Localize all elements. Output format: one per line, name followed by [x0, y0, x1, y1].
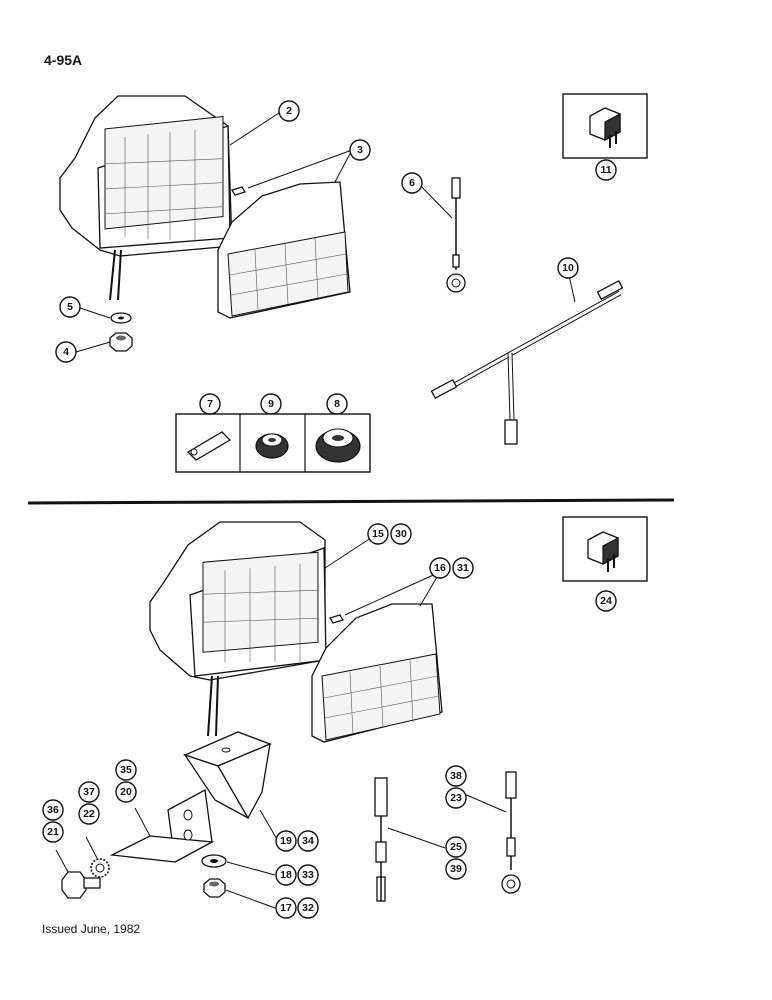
- page-number: 4-95A: [44, 52, 83, 68]
- callout-18: 18: [275, 864, 297, 886]
- callout-8: 8: [326, 393, 348, 415]
- svg-text:38: 38: [450, 770, 462, 782]
- svg-text:15: 15: [372, 528, 384, 540]
- work-lamp-housing-top: [59, 95, 233, 301]
- grommet-panel: [175, 413, 371, 473]
- nut-top: [109, 332, 133, 352]
- callout-4: 4: [55, 341, 77, 363]
- svg-text:22: 22: [83, 808, 95, 820]
- svg-text:3: 3: [357, 144, 363, 156]
- callout-35: 35: [115, 759, 137, 781]
- svg-text:36: 36: [47, 804, 59, 816]
- svg-text:39: 39: [450, 863, 462, 875]
- work-lamp-housing-bottom: [149, 521, 327, 737]
- svg-text:34: 34: [302, 835, 314, 847]
- callout-2: 2: [278, 100, 300, 122]
- svg-text:7: 7: [207, 398, 213, 410]
- svg-text:23: 23: [450, 792, 462, 804]
- callout-19: 19: [275, 830, 297, 852]
- svg-text:8: 8: [334, 398, 340, 410]
- callout-7: 7: [199, 393, 221, 415]
- work-lamp-lens-top: [217, 181, 351, 319]
- svg-text:25: 25: [450, 841, 462, 853]
- svg-text:19: 19: [280, 835, 292, 847]
- callout-39: 39: [445, 858, 467, 880]
- issued-date: Issued June, 1982: [42, 922, 141, 936]
- angle-bracket: [109, 788, 215, 864]
- callout-11: 11: [595, 159, 617, 181]
- svg-text:30: 30: [395, 528, 407, 540]
- relay-box-bottom: [562, 516, 648, 582]
- callout-17: 17: [275, 897, 297, 919]
- callout-5: 5: [59, 296, 81, 318]
- svg-text:9: 9: [268, 398, 274, 410]
- svg-text:31: 31: [457, 562, 469, 574]
- svg-text:21: 21: [47, 826, 59, 838]
- t-harness: [430, 279, 624, 445]
- callout-9: 9: [260, 393, 282, 415]
- washer-hole-top: [118, 316, 124, 320]
- callout-38: 38: [445, 765, 467, 787]
- svg-text:10: 10: [562, 262, 574, 274]
- callout-37: 37: [78, 781, 100, 803]
- callout-31: 31: [452, 557, 474, 579]
- callout-30: 30: [390, 523, 412, 545]
- callout-3: 3: [349, 139, 371, 161]
- callout-20: 20: [115, 781, 137, 803]
- callout-16: 16: [429, 557, 451, 579]
- callout-22: 22: [78, 803, 100, 825]
- work-lamp-lens-bottom: [311, 603, 443, 743]
- callout-10: 10: [557, 257, 579, 279]
- large-grommet: [315, 428, 361, 463]
- mounting-bracket-upper: [183, 731, 272, 820]
- callout-23: 23: [445, 787, 467, 809]
- svg-text:32: 32: [302, 902, 314, 914]
- callout-6: 6: [401, 172, 423, 194]
- lock-washer: [90, 858, 110, 878]
- callout-15: 15: [367, 523, 389, 545]
- svg-text:5: 5: [67, 301, 73, 313]
- nut-bottom: [203, 878, 226, 898]
- svg-text:11: 11: [600, 164, 611, 176]
- washer-hole-bottom: [210, 859, 218, 863]
- callout-21: 21: [42, 821, 64, 843]
- svg-text:2: 2: [286, 105, 292, 117]
- svg-text:33: 33: [302, 869, 314, 881]
- svg-text:24: 24: [600, 595, 612, 607]
- svg-text:16: 16: [434, 562, 446, 574]
- bolt: [61, 871, 101, 899]
- svg-text:37: 37: [83, 786, 95, 798]
- callout-32: 32: [297, 897, 319, 919]
- ground-wire-bottom: [501, 771, 521, 894]
- callout-36: 36: [42, 799, 64, 821]
- svg-text:20: 20: [120, 786, 132, 798]
- callout-33: 33: [297, 864, 319, 886]
- svg-text:6: 6: [409, 177, 415, 189]
- svg-text:17: 17: [280, 902, 292, 914]
- section-divider: [27, 498, 675, 505]
- svg-text:35: 35: [120, 764, 132, 776]
- jumper-wire: [374, 777, 388, 902]
- lamp-screw-bottom: [329, 614, 344, 624]
- callout-24: 24: [595, 590, 617, 612]
- ground-wire-top: [446, 177, 466, 293]
- lamp-screw-top: [231, 186, 246, 196]
- small-grommet: [255, 433, 289, 459]
- callout-25: 25: [445, 836, 467, 858]
- svg-text:4: 4: [63, 346, 69, 358]
- callout-34: 34: [297, 830, 319, 852]
- svg-text:18: 18: [280, 869, 292, 881]
- relay-box-top: [562, 93, 648, 159]
- cable-clip: [186, 431, 232, 461]
